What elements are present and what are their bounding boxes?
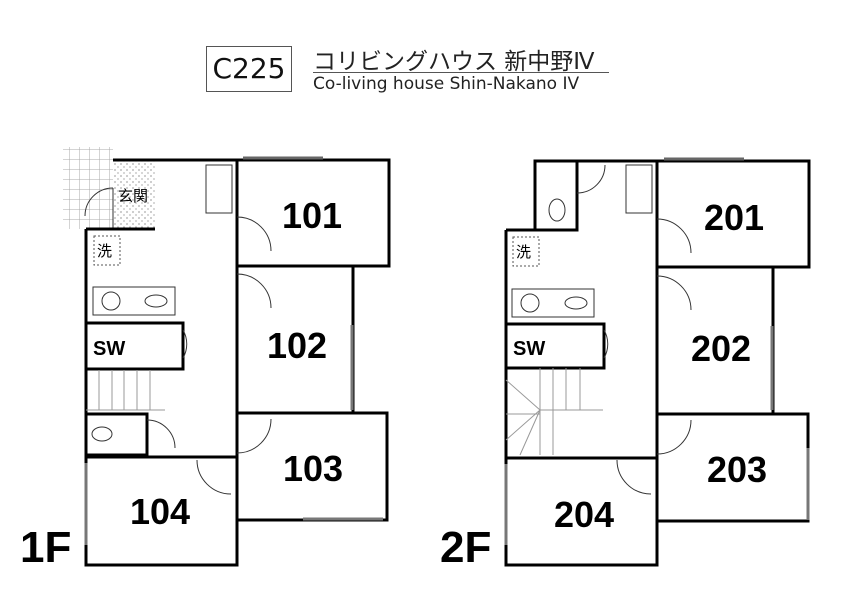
genkan-label: 玄関 <box>118 187 148 205</box>
svg-text:101: 101 <box>282 195 342 236</box>
toilet-room <box>84 412 149 457</box>
floor-1f: 玄関 洗 SW 101 102 103 <box>20 147 391 572</box>
svg-text:201: 201 <box>704 197 764 238</box>
room-103[interactable]: 103 <box>235 411 389 522</box>
sink-icon <box>144 294 168 308</box>
sw-label-2f: SW <box>513 338 545 360</box>
shoe-cabinet-2f <box>625 164 653 214</box>
room-204[interactable]: 204 <box>504 456 657 545</box>
sink-counter-2f <box>511 288 595 318</box>
svg-text:204: 204 <box>554 494 614 535</box>
toilet-room-2f <box>533 159 579 232</box>
room-201[interactable]: 201 <box>655 157 811 269</box>
toilet-icon-2f <box>548 198 566 222</box>
svg-text:103: 103 <box>283 448 343 489</box>
toilet-door[interactable] <box>146 419 176 449</box>
stairs <box>86 370 165 411</box>
washer-space-2f <box>512 236 540 267</box>
svg-text:102: 102 <box>267 325 327 366</box>
svg-text:104: 104 <box>130 491 190 532</box>
sink-icon-2f <box>564 296 588 310</box>
svg-text:202: 202 <box>691 328 751 369</box>
sw-door-2f[interactable] <box>603 329 609 359</box>
shoe-cabinet <box>205 164 233 214</box>
floor-label-2f: 2F <box>440 523 491 572</box>
stove-icon-2f <box>520 293 540 313</box>
toilet-icon <box>91 426 113 442</box>
genkan-floor <box>113 160 155 229</box>
room-202[interactable]: 202 <box>655 267 775 416</box>
sw-label: SW <box>93 338 125 360</box>
title-english: Co-living house Shin-Nakano IV <box>313 74 580 94</box>
room-203[interactable]: 203 <box>655 412 810 523</box>
room-102[interactable]: 102 <box>235 266 355 415</box>
room-104[interactable]: 104 <box>84 455 237 545</box>
svg-text:203: 203 <box>707 449 767 490</box>
washer-space <box>93 235 121 266</box>
floor-label-1f: 1F <box>20 523 71 572</box>
sw-closet-2f <box>504 322 606 370</box>
title-divider <box>313 72 609 73</box>
sink-counter <box>92 286 176 316</box>
washer-label: 洗 <box>97 242 112 260</box>
entrance-door[interactable] <box>84 187 114 229</box>
stairs-2f <box>505 368 603 456</box>
washer-label-2f: 洗 <box>516 243 531 261</box>
room-101[interactable]: 101 <box>235 156 391 268</box>
entrance-tile <box>63 147 113 229</box>
sw-closet <box>84 321 185 371</box>
stove-icon <box>101 291 121 311</box>
sw-door[interactable] <box>182 329 188 359</box>
title-japanese: コリビングハウス 新中野Ⅳ <box>313 49 595 75</box>
property-code: C225 <box>206 46 292 92</box>
floor-2f: 洗 SW 201 202 203 204 <box>440 157 811 572</box>
toilet-door-2f[interactable] <box>576 164 606 194</box>
